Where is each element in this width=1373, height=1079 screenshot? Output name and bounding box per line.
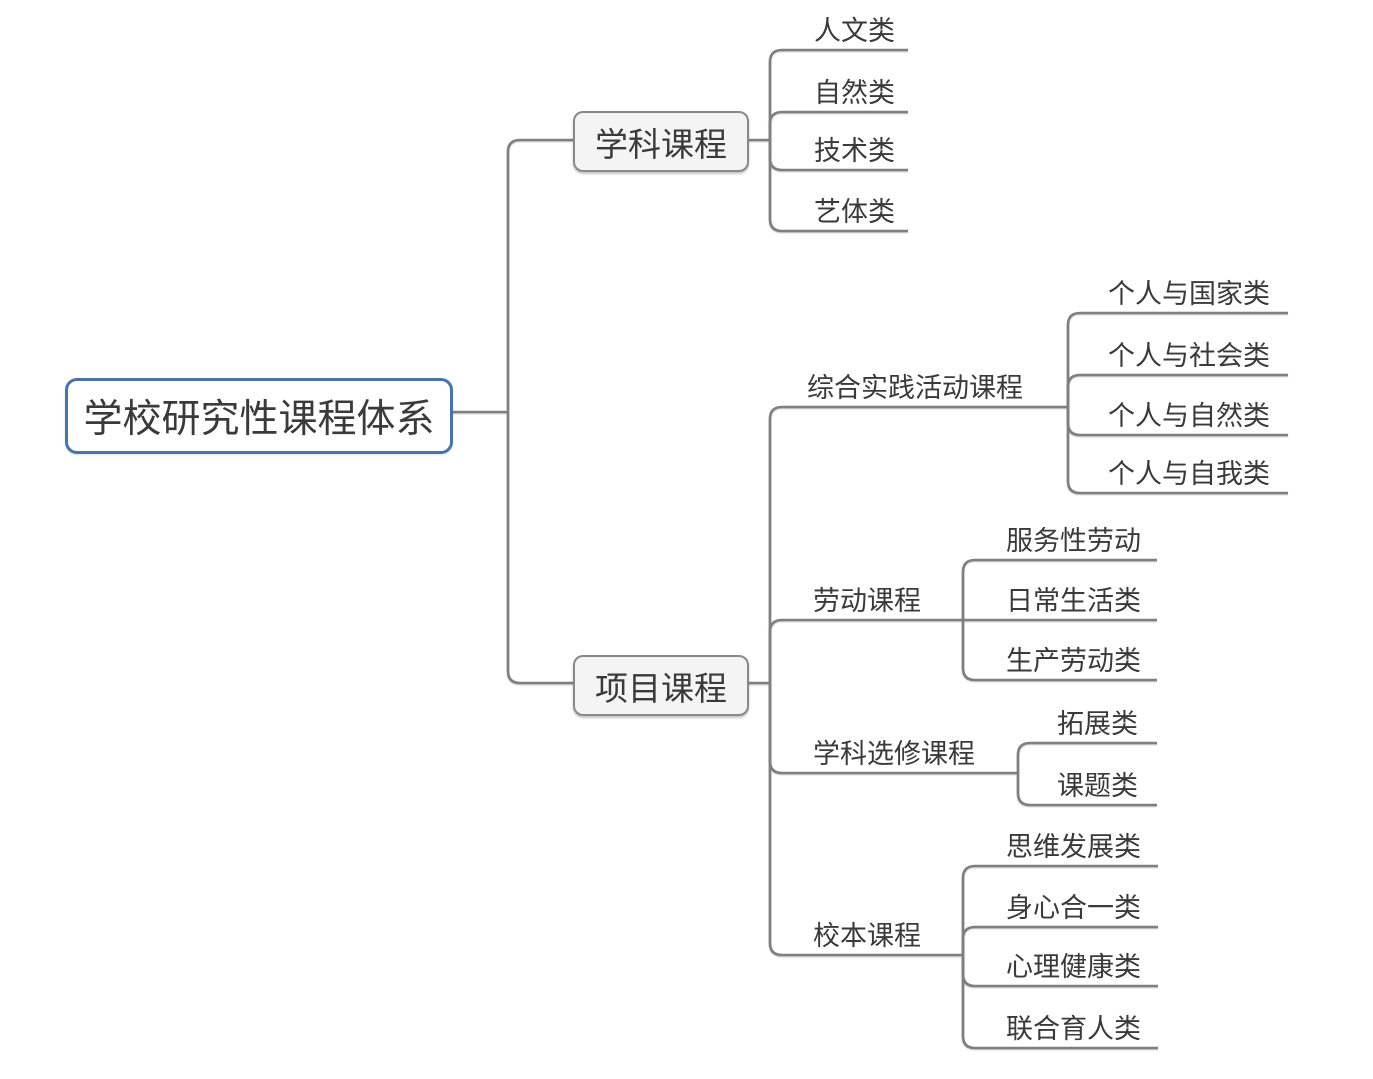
topic-comprehensive-practice[interactable]: 综合实践活动课程: [807, 373, 1023, 403]
connector-project-to-practice: [768, 405, 1068, 683]
topic-labor-courses[interactable]: 劳动课程: [813, 586, 921, 616]
connector-subject-to-arts-sports: [768, 140, 908, 233]
connector-labor-to-production: [961, 620, 1157, 682]
topic-mental-health[interactable]: 心理健康类: [1006, 952, 1141, 982]
connector-project-to-labor: [768, 618, 963, 683]
topic-individual-country[interactable]: 个人与国家类: [1108, 279, 1270, 309]
topic-individual-society[interactable]: 个人与社会类: [1108, 341, 1270, 371]
topic-production-labor[interactable]: 生产劳动类: [1006, 646, 1141, 676]
connector-project-to-school-based: [768, 683, 963, 957]
connector-school-to-joint-education: [961, 955, 1158, 1050]
connector-root-to-project-courses: [506, 412, 573, 685]
connector-subject-to-nature: [768, 110, 908, 140]
topic-elective-courses[interactable]: 学科选修课程: [813, 739, 975, 769]
connector-school-to-thinking: [961, 864, 1158, 955]
connector-practice-to-self: [1066, 407, 1288, 495]
connector-root-to-subject-courses: [506, 138, 573, 412]
topic-daily-life[interactable]: 日常生活类: [1006, 586, 1141, 616]
topic-humanities[interactable]: 人文类: [814, 16, 895, 46]
topic-individual-self[interactable]: 个人与自我类: [1108, 459, 1270, 489]
connector-elective-to-expansion: [1016, 741, 1157, 773]
connector-school-to-mind-body: [961, 925, 1158, 955]
topic-expansion[interactable]: 拓展类: [1057, 709, 1138, 739]
topic-arts-sports[interactable]: 艺体类: [814, 197, 895, 227]
connector-practice-to-society: [1066, 373, 1288, 407]
topic-thinking-development[interactable]: 思维发展类: [1006, 832, 1141, 862]
connector-labor-to-service: [961, 558, 1157, 620]
topic-project-courses[interactable]: 项目课程: [573, 655, 749, 716]
topic-mind-body-unity[interactable]: 身心合一类: [1006, 893, 1141, 923]
topic-service-labor[interactable]: 服务性劳动: [1006, 526, 1141, 556]
topic-joint-education[interactable]: 联合育人类: [1006, 1014, 1141, 1044]
topic-individual-nature[interactable]: 个人与自然类: [1108, 401, 1270, 431]
connector-subject-to-humanities: [768, 48, 908, 140]
root-topic[interactable]: 学校研究性课程体系: [65, 378, 453, 454]
topic-school-based-courses[interactable]: 校本课程: [813, 921, 921, 951]
connector-practice-to-country: [1066, 311, 1288, 407]
topic-nature-category[interactable]: 自然类: [814, 78, 895, 108]
topic-research-project[interactable]: 课题类: [1057, 771, 1138, 801]
connector-elective-to-research: [1016, 773, 1157, 807]
topic-technology[interactable]: 技术类: [814, 136, 895, 166]
topic-subject-courses[interactable]: 学科课程: [573, 111, 749, 172]
